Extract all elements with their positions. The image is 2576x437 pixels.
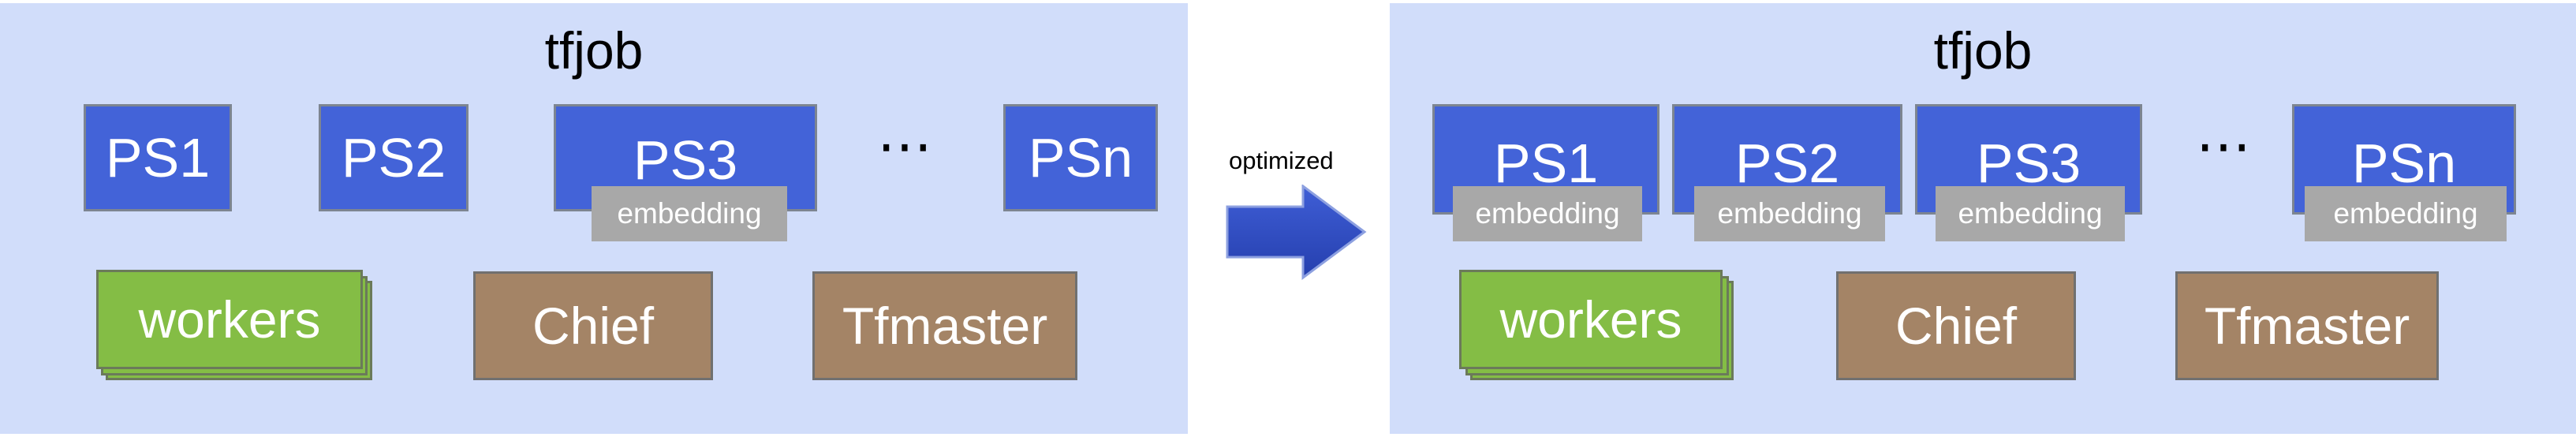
left-ellipsis: ⋯ — [877, 115, 937, 177]
right-workers-box: workers — [1459, 270, 1723, 369]
right-ps2-embedding-tag: embedding — [1694, 186, 1885, 241]
right-ps1-embedding-tag: embedding — [1453, 186, 1642, 241]
right-ellipsis: ⋯ — [2196, 115, 2256, 177]
right-ps3-embedding-tag: embedding — [1936, 186, 2125, 241]
left-psn-box: PSn — [1003, 104, 1158, 211]
right-tfmaster-box: Tfmaster — [2175, 271, 2439, 380]
left-workers-box: workers — [96, 270, 363, 369]
left-tfjob-title: tfjob — [544, 21, 644, 80]
right-tfjob-panel: tfjob PS1 embedding PS2 embedding PS3 em… — [1390, 3, 2576, 434]
left-tfjob-panel: tfjob PS1 PS2 PS3 embedding ⋯ PSn worker… — [0, 3, 1188, 434]
left-ps1-box: PS1 — [84, 104, 232, 211]
optimized-arrow-icon — [1226, 185, 1367, 280]
right-psn-embedding-tag: embedding — [2305, 186, 2507, 241]
left-chief-box: Chief — [473, 271, 713, 380]
left-ps2-box: PS2 — [319, 104, 469, 211]
left-embedding-tag: embedding — [592, 186, 787, 241]
left-ps3-label: PS3 — [633, 129, 738, 191]
right-tfjob-title: tfjob — [1933, 21, 2033, 80]
right-chief-box: Chief — [1836, 271, 2076, 380]
optimized-label: optimized — [1229, 147, 1334, 174]
left-tfmaster-box: Tfmaster — [812, 271, 1077, 380]
